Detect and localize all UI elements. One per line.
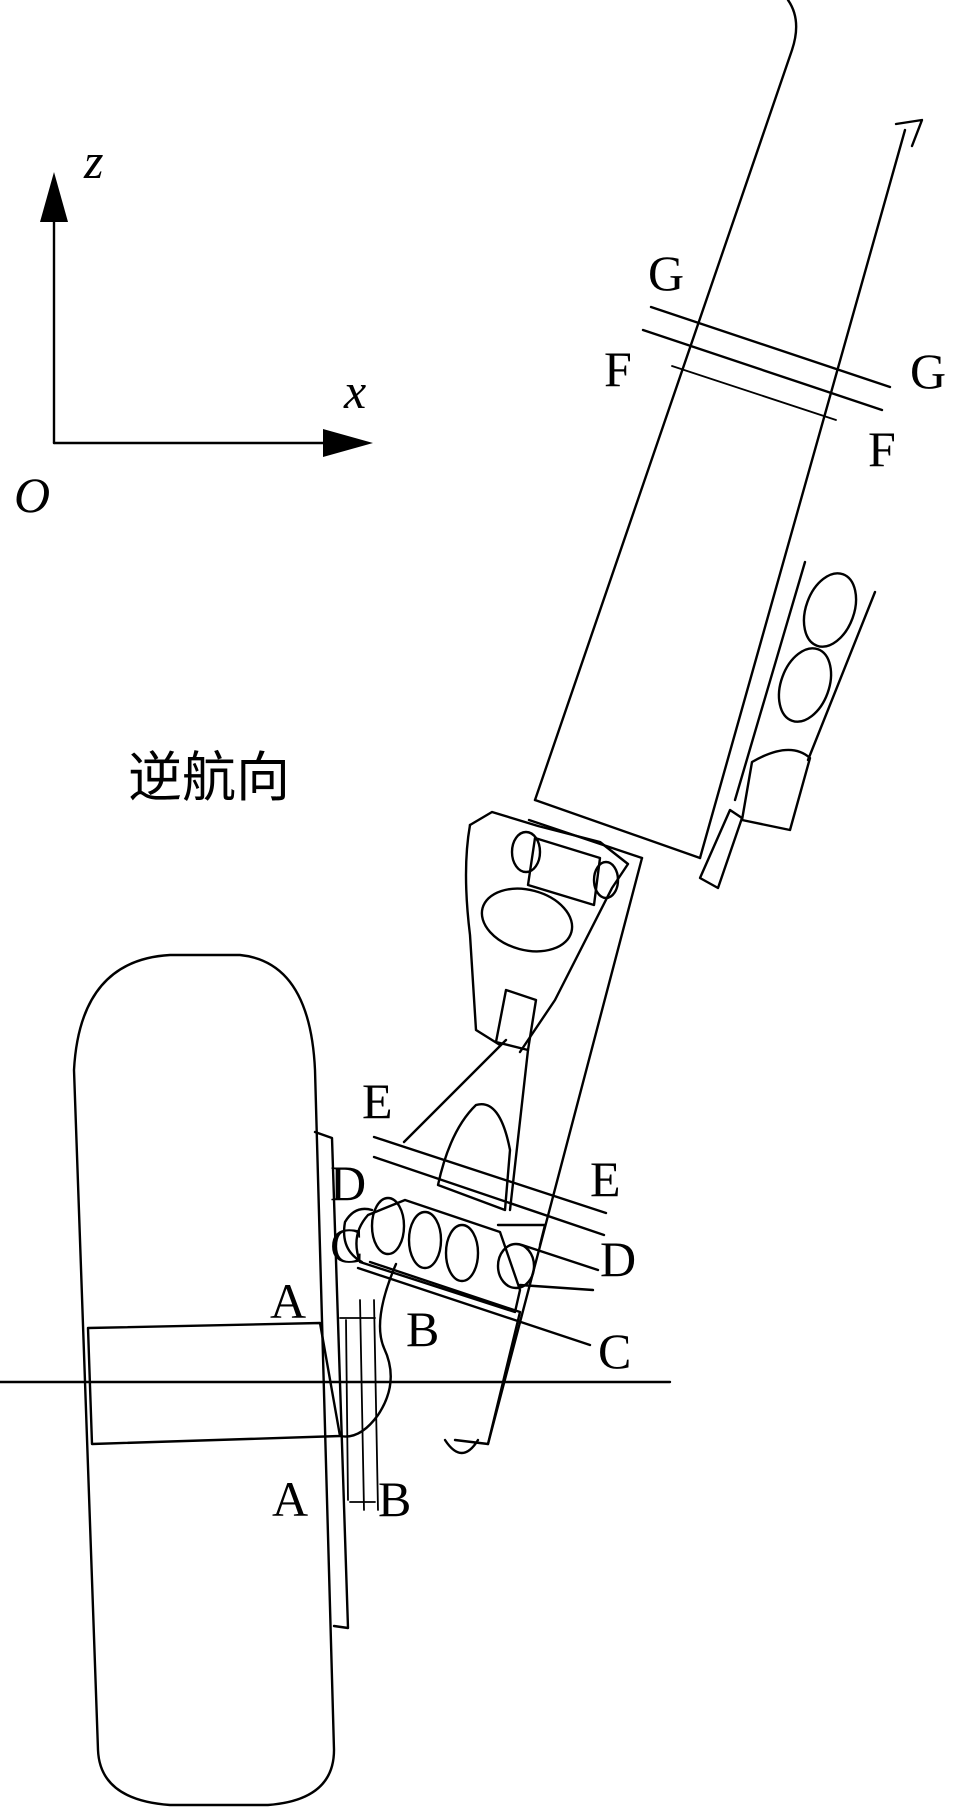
axle-fork xyxy=(368,1260,522,1446)
torque-link-outline xyxy=(468,810,630,1054)
torque-link-slot xyxy=(480,887,574,953)
section-line-b xyxy=(359,1299,365,1511)
section-lines-upper: G G F F xyxy=(604,245,946,477)
z-axis-arrow-icon xyxy=(40,172,68,222)
piston-right-edge xyxy=(486,856,644,1446)
actuator-end xyxy=(740,748,812,832)
lower-link-arms xyxy=(402,1038,530,1212)
axle-curve xyxy=(338,1262,398,1438)
strut-top-tick xyxy=(894,118,924,148)
torque-link-lug xyxy=(494,988,538,1052)
axle-pin xyxy=(518,1283,595,1292)
section-label-g-right: G xyxy=(910,343,946,399)
section-label-c-right: C xyxy=(598,1323,631,1379)
torque-link-left-edge xyxy=(464,823,502,1047)
strut-inner-line xyxy=(671,365,837,421)
section-label-f-right: F xyxy=(868,421,896,477)
strut-right-edge xyxy=(698,128,907,860)
section-label-d-right: D xyxy=(600,1231,636,1287)
torque-link xyxy=(402,810,630,1212)
section-label-g-left: G xyxy=(648,245,684,301)
x-axis-arrow-icon xyxy=(323,429,373,457)
section-label-a-bottom: A xyxy=(272,1471,308,1527)
axle-roller xyxy=(407,1210,443,1270)
pivot-hole xyxy=(510,830,542,874)
actuator xyxy=(698,560,877,890)
tire-outline xyxy=(72,953,336,1807)
axle-roller xyxy=(370,1196,406,1256)
z-axis-label: z xyxy=(83,133,103,189)
actuator-left-edge xyxy=(733,560,807,802)
section-line-a xyxy=(345,1319,349,1501)
axle-fork-tip xyxy=(443,1438,480,1455)
section-label-f-left: F xyxy=(604,341,632,397)
section-label-b-bottom: B xyxy=(378,1471,411,1527)
strut-cylinder xyxy=(486,0,924,1446)
section-line-d xyxy=(372,1155,606,1237)
axle-assembly xyxy=(338,1196,600,1455)
axle-bracket xyxy=(496,1223,547,1247)
axle-collar xyxy=(342,1207,374,1264)
section-lines-lower: E E D D C C xyxy=(330,1073,636,1379)
strut-left-edge xyxy=(533,0,798,802)
axle-roller xyxy=(444,1223,480,1283)
lower-link-window xyxy=(436,1102,512,1212)
pivot-hole xyxy=(592,860,620,900)
strut-bottom-edge xyxy=(533,798,702,860)
section-label-e-left: E xyxy=(362,1073,393,1129)
pivot-barrel xyxy=(526,836,602,907)
actuator-rod xyxy=(698,808,744,890)
axle-housing xyxy=(355,1198,522,1314)
section-line-b-inner xyxy=(373,1299,379,1511)
section-label-e-right: E xyxy=(590,1151,621,1207)
actuator-right-edge xyxy=(806,590,877,762)
section-line-g xyxy=(649,305,892,389)
wheel-hub xyxy=(86,1321,342,1446)
direction-label: 逆航向 xyxy=(128,746,290,809)
section-label-b-top: B xyxy=(406,1301,439,1357)
section-line-c xyxy=(356,1266,592,1347)
actuator-spring-coil xyxy=(802,572,858,648)
section-label-d-left: D xyxy=(330,1155,366,1211)
section-label-a-top: A xyxy=(270,1273,306,1329)
axle-pin xyxy=(520,1243,600,1272)
x-axis-label: x xyxy=(343,363,366,419)
coordinate-axes: z x O xyxy=(14,133,373,523)
axle-pin-head xyxy=(496,1242,536,1290)
actuator-spring-coil xyxy=(777,647,833,723)
origin-label: O xyxy=(14,467,50,523)
section-line-f xyxy=(641,328,884,412)
section-line-e xyxy=(372,1135,608,1215)
